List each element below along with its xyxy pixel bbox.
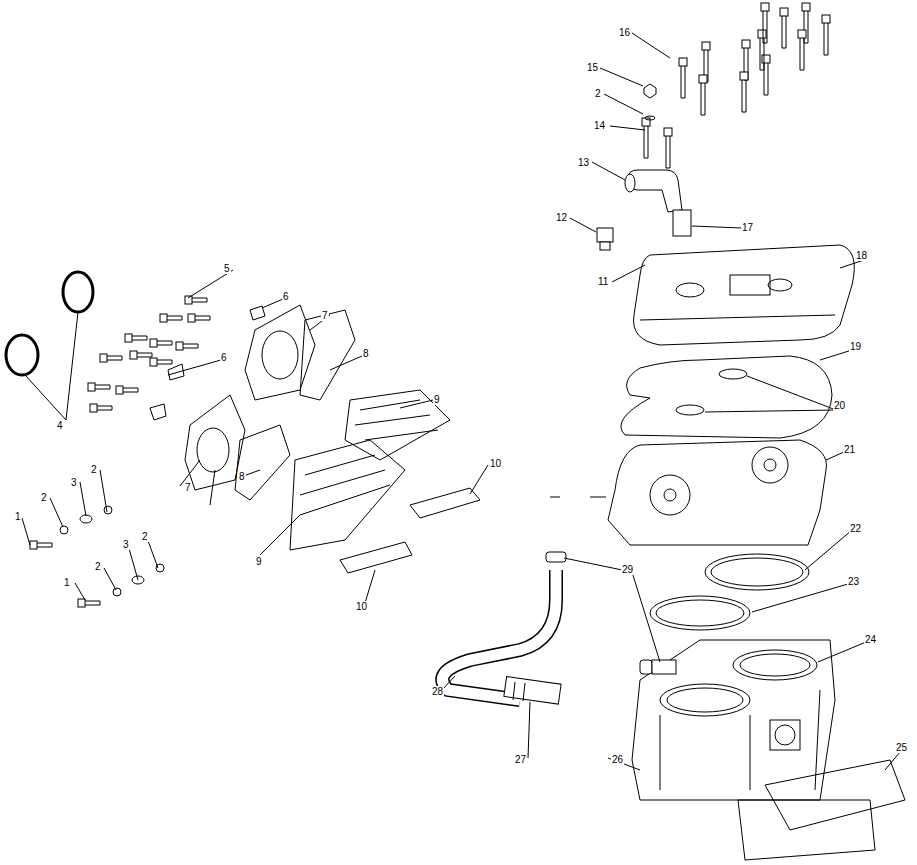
- callout-number: 17: [741, 222, 754, 233]
- callout-number: 6: [220, 352, 228, 363]
- callout-number: 28: [431, 686, 444, 697]
- callout-number: 2: [94, 561, 102, 572]
- callout-number: 7: [321, 310, 329, 321]
- callout-number: 14: [593, 120, 606, 131]
- callout-number: 9: [255, 556, 263, 567]
- callout-number: 2: [141, 531, 149, 542]
- callout-number: 1: [14, 511, 22, 522]
- callout-number: 7: [184, 482, 192, 493]
- callout-number: 1: [63, 577, 71, 588]
- callout-number: 24: [864, 634, 877, 645]
- callout-number: 18: [855, 250, 868, 261]
- callout-number: 10: [489, 458, 502, 469]
- callout-number: 8: [238, 471, 246, 482]
- callout-number: 3: [70, 477, 78, 488]
- callout-number: 13: [577, 157, 590, 168]
- callout-number: 16: [618, 27, 631, 38]
- callout-number: 21: [843, 444, 856, 455]
- callout-number: 15: [586, 62, 599, 73]
- callout-number: 2: [40, 492, 48, 503]
- callout-number: 26: [611, 754, 624, 765]
- callout-number: 2: [90, 464, 98, 475]
- callout-number: 22: [849, 523, 862, 534]
- callout-number: 29: [621, 564, 634, 575]
- callout-number: 6: [282, 291, 290, 302]
- callout-number: 11: [597, 276, 609, 287]
- callout-number: 8: [362, 348, 370, 359]
- callout-number: 12: [555, 212, 568, 223]
- callout-number: 27: [514, 754, 527, 765]
- callout-number: 20: [833, 400, 846, 411]
- callout-number: 9: [433, 394, 441, 405]
- callout-number: 19: [849, 341, 862, 352]
- callout-number: 3: [122, 539, 130, 550]
- callout-number: 23: [847, 576, 860, 587]
- callout-number: 2: [594, 88, 602, 99]
- callout-number: 10: [355, 601, 368, 612]
- callout-number: 5: [223, 263, 231, 274]
- callout-number: 4: [56, 420, 64, 431]
- callout-number: 25: [895, 742, 908, 753]
